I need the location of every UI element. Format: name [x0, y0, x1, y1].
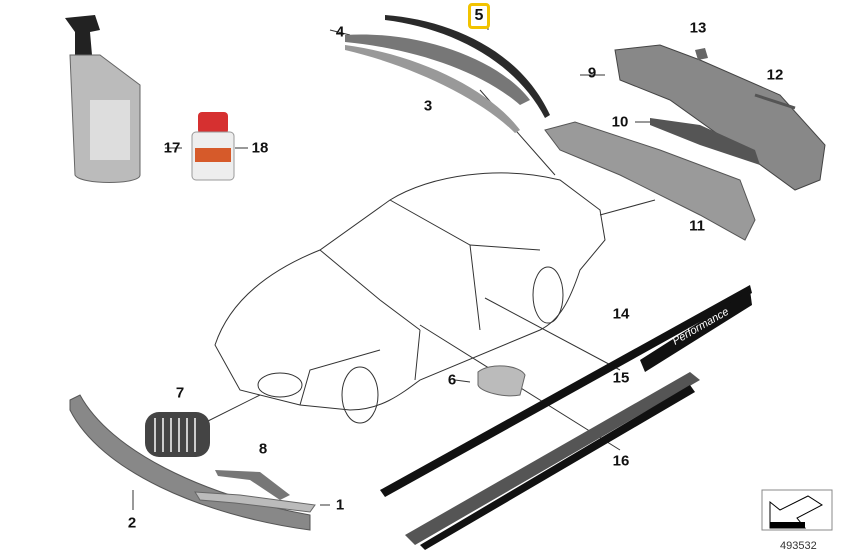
part-label-1[interactable]: 1: [335, 496, 345, 514]
part-14-decal: [380, 285, 752, 497]
decal-panel: [640, 290, 752, 372]
part-label-7[interactable]: 7: [175, 384, 185, 402]
part-1-flap: [194, 491, 316, 513]
reference-number: 493532: [780, 540, 817, 552]
car-outline: [214, 172, 606, 411]
part-3-trim: [345, 45, 520, 133]
part-label-10[interactable]: 10: [611, 113, 629, 131]
part-12-strip: [754, 93, 796, 110]
orientation-icon: [761, 489, 833, 531]
part-label-8[interactable]: 8: [258, 440, 268, 458]
part-16-sill: [405, 372, 700, 545]
part-6-mirror-cap: [477, 365, 526, 397]
part-10-trim: [650, 118, 760, 165]
part-2-front-splitter: [69, 394, 311, 531]
part-13-clip: [695, 48, 708, 60]
part-8-flap: [215, 470, 290, 500]
part-label-5-highlighted[interactable]: 5: [468, 3, 490, 29]
part-4-spoiler: [345, 34, 530, 106]
part-9-rear-apron: [614, 44, 826, 191]
part-label-11[interactable]: 11: [689, 217, 705, 235]
part-label-13[interactable]: 13: [689, 19, 707, 37]
part-label-15[interactable]: 15: [612, 369, 630, 387]
part-label-14[interactable]: 14: [612, 305, 630, 323]
part-label-18[interactable]: 18: [251, 139, 269, 157]
part-label-9[interactable]: 9: [587, 64, 597, 82]
part-label-3[interactable]: 3: [423, 97, 433, 115]
part-label-2[interactable]: 2: [127, 514, 137, 532]
part-18-bottle: [191, 112, 235, 181]
part-11-diffuser: [544, 121, 756, 241]
part-label-12[interactable]: 12: [766, 66, 784, 84]
part-label-16[interactable]: 16: [612, 452, 630, 470]
part-17-spray-bottle: [65, 15, 141, 183]
part-label-4[interactable]: 4: [335, 23, 345, 41]
part-label-17[interactable]: 17: [163, 139, 181, 157]
part-label-6[interactable]: 6: [447, 371, 457, 389]
part-7-grille: [145, 412, 210, 457]
